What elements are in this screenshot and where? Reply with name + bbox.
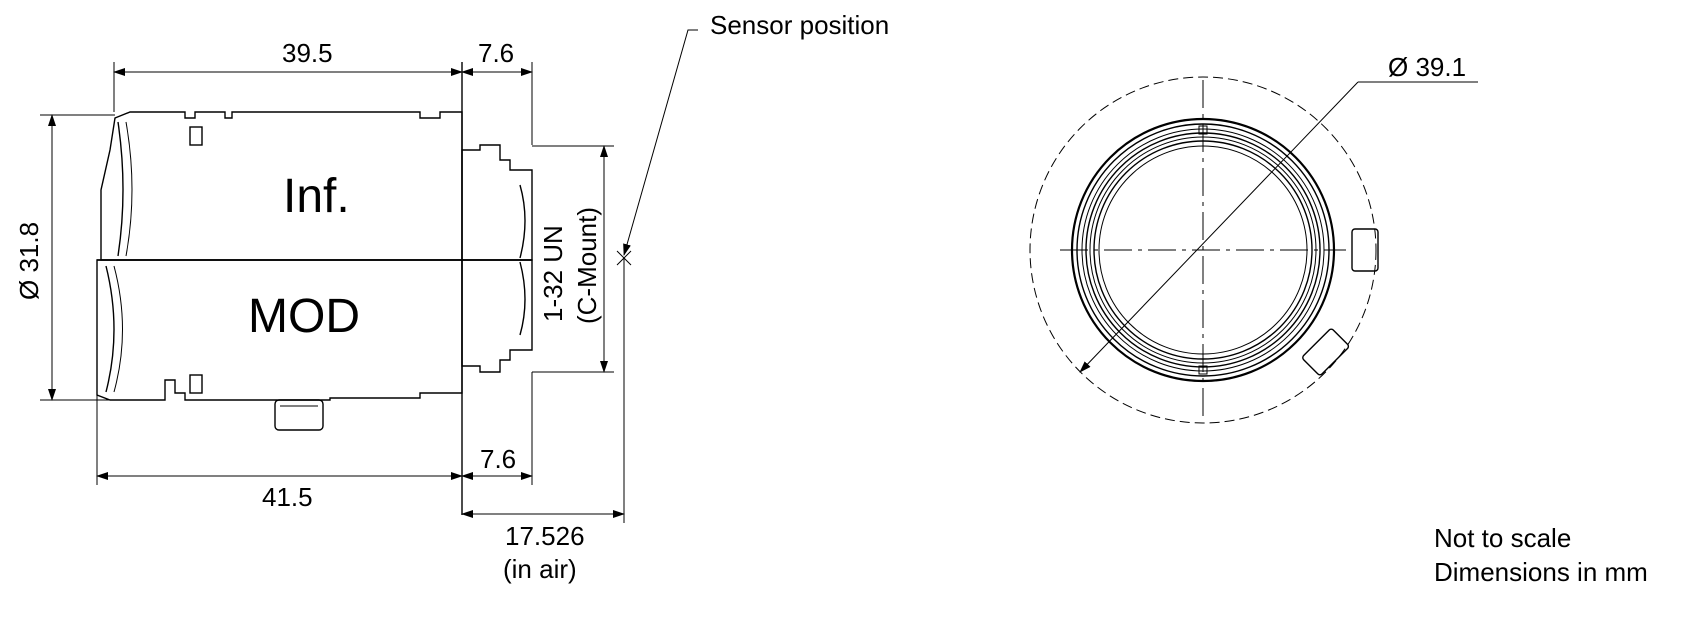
dimension-mount-length-bottom: 7.6	[461, 372, 533, 485]
outer-diameter-text: Ø 39.1	[1388, 52, 1466, 82]
dimension-text: 7.6	[478, 38, 514, 68]
iris-screw	[1302, 328, 1350, 376]
thread-spec-text: 1-32 UN	[538, 225, 568, 322]
front-view: Ø 39.1	[1029, 52, 1478, 424]
dimension-body-length-top: 39.5	[113, 38, 463, 112]
outer-diameter-circle	[1029, 76, 1377, 424]
dimension-text: 39.5	[282, 38, 333, 68]
dimension-flange-distance: 17.526 (in air)	[461, 258, 625, 584]
dimension-text: 7.6	[480, 444, 516, 474]
lower-section-label: MOD	[248, 290, 360, 343]
dimension-body-length-bottom: 41.5	[96, 395, 463, 512]
dimension-body-diameter: Ø 31.8	[14, 114, 115, 401]
units-note: Dimensions in mm	[1434, 557, 1648, 587]
dimension-text: 41.5	[262, 482, 313, 512]
sensor-position-marker: Sensor position	[616, 10, 889, 266]
thread-type-text: (C-Mount)	[572, 207, 602, 324]
side-view: Inf. MOD 39.5 7.6 Ø 31.8 41.5	[14, 10, 889, 584]
dimension-thread: 1-32 UN (C-Mount)	[532, 145, 614, 373]
sensor-position-label: Sensor position	[710, 10, 889, 40]
lower-section-body	[96, 259, 533, 431]
dimension-text: 17.526	[505, 521, 585, 551]
focus-screw	[1351, 228, 1379, 272]
dimension-mount-length-top: 7.6	[461, 38, 533, 145]
dimension-note: (in air)	[503, 554, 577, 584]
dimension-text: Ø 31.8	[14, 222, 44, 300]
drawing-notes: Not to scale Dimensions in mm	[1434, 523, 1648, 587]
upper-section-label: Inf.	[283, 170, 350, 223]
scale-note: Not to scale	[1434, 523, 1571, 553]
